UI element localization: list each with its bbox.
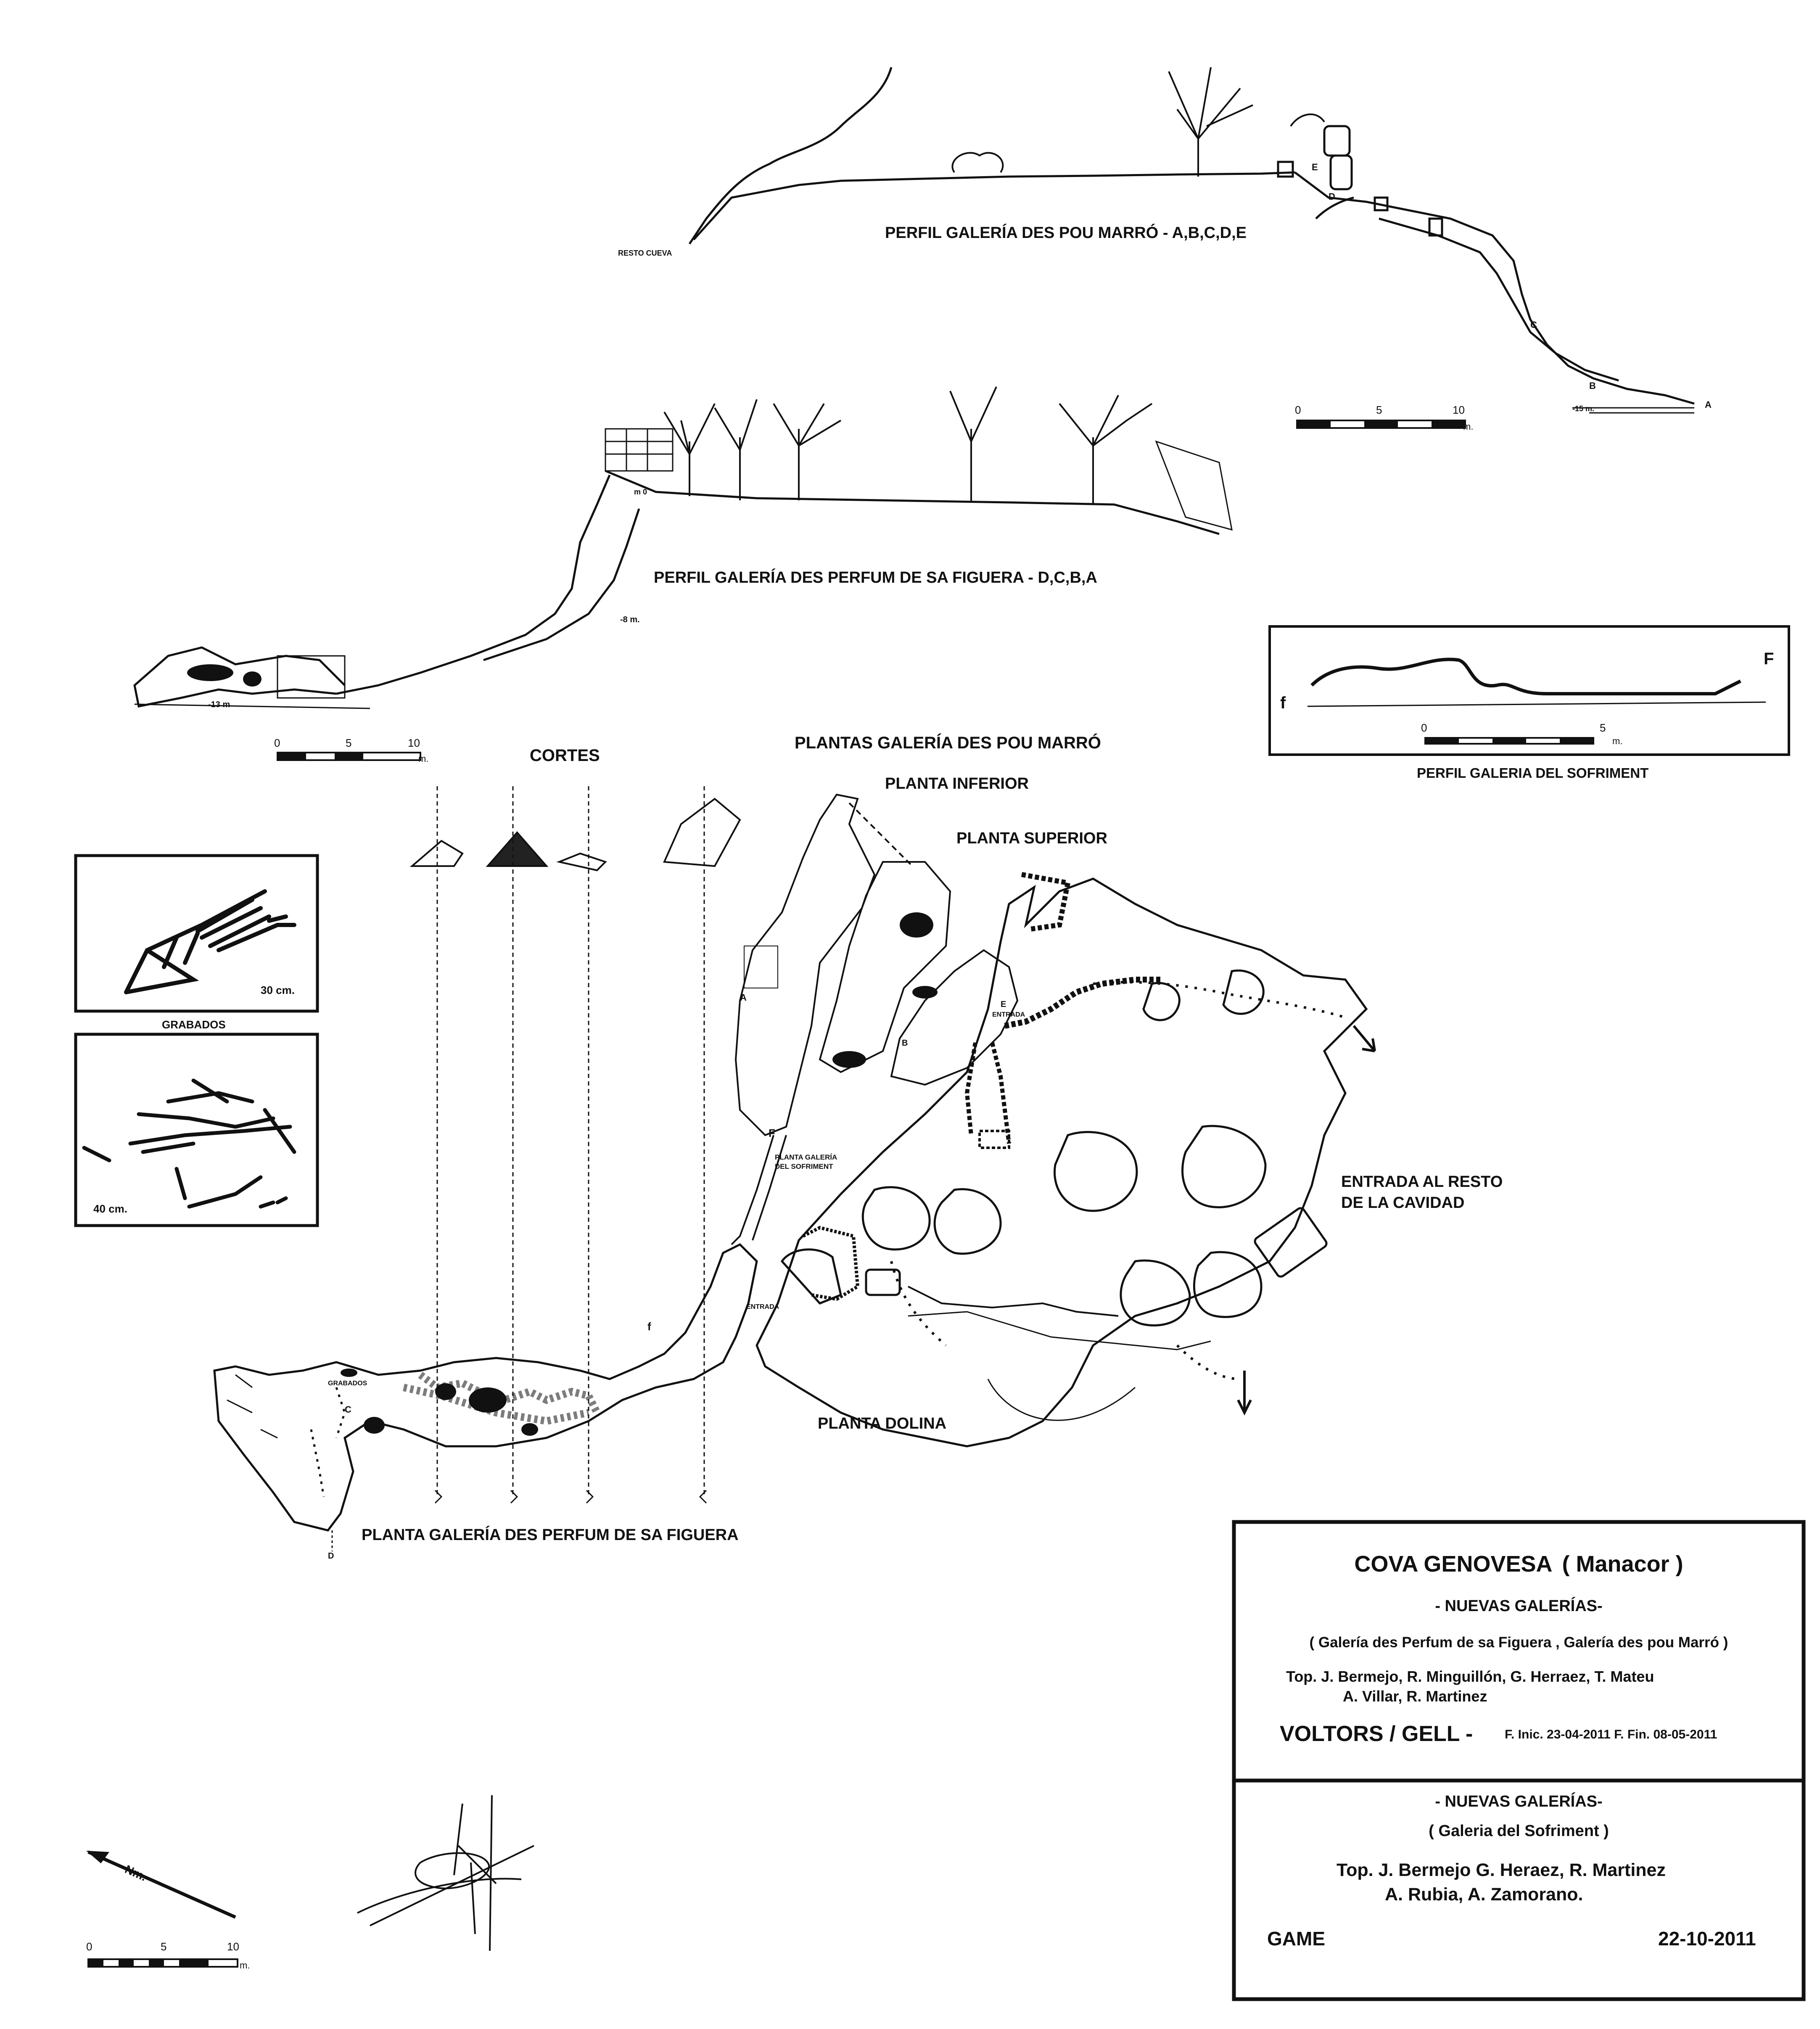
title-block-heading: COVA GENOVESA ( Manacor ) [1238, 1551, 1800, 1577]
grabados-small-label: GRABADOS [328, 1380, 367, 1387]
perfum-depth-13: -13 m [208, 700, 230, 709]
sofriment-point-F: F [1764, 650, 1774, 668]
plan-letter-a: A [740, 992, 747, 1003]
sofriment-scale-0: 0 [1421, 721, 1427, 734]
pou-point-c: C [1530, 320, 1537, 330]
perfum-scale-5: 5 [346, 737, 352, 749]
plan-letter-c: C [345, 1404, 351, 1415]
pou-point-e: E [1312, 162, 1318, 172]
planta-sofriment-line1: PLANTA GALERÍA [775, 1153, 837, 1161]
pou-depth-label: -15 m. [1572, 404, 1595, 413]
pou-point-a: A [1705, 399, 1712, 410]
plan-pou-marro [731, 793, 1019, 1245]
cave-name: COVA GENOVESA [1354, 1551, 1552, 1577]
plan-letter-b: B [902, 1038, 908, 1048]
cross-sections [409, 786, 741, 1504]
perfum-profile-title: PERFIL GALERÍA DES PERFUM DE SA FIGUERA … [654, 569, 1097, 587]
sofriment-profile-title: PERFIL GALERIA DEL SOFRIMENT [1417, 765, 1649, 781]
perfum-scale-0: 0 [274, 737, 280, 749]
pou-scale-unit: m. [1463, 421, 1474, 432]
sofriment-scale-5: 5 [1600, 721, 1606, 734]
main-scale-unit: m. [240, 1960, 250, 1971]
plan-letter-F: F [769, 1127, 775, 1139]
entrada-label-perfum: ENTRADA [746, 1303, 779, 1310]
pou-point-b: B [1589, 380, 1596, 391]
signature [357, 1795, 534, 1951]
plan-perfum-figuera [213, 1243, 758, 1551]
title-block-lower: - NUEVAS GALERÍAS- ( Galeria del Sofrime… [1238, 1784, 1800, 1995]
perfum-depth-0: m 0 [634, 488, 647, 496]
resto-cueva-label: RESTO CUEVA [618, 249, 672, 257]
perfum-scale-bar [277, 752, 421, 761]
planta-sofriment-line2: DEL SOFRIMENT [775, 1162, 833, 1170]
pou-scale-bar [1296, 420, 1466, 429]
clubs-label: VOLTORS / GELL - [1280, 1722, 1473, 1746]
plantas-pou-title: PLANTAS GALERÍA DES POU MARRÓ [795, 734, 1101, 752]
main-scale-5: 5 [161, 1940, 167, 1953]
entrada-label-pou: ENTRADA [992, 1011, 1025, 1018]
title-block-galleries: ( Galería des Perfum de sa Figuera , Gal… [1309, 1634, 1728, 1651]
main-scale-bar [87, 1958, 238, 1968]
engraving-size-30: 30 cm. [261, 984, 295, 996]
title-block-upper: COVA GENOVESA ( Manacor ) - NUEVAS GALER… [1238, 1526, 1800, 1778]
sofriment-profile-box [1268, 625, 1790, 756]
engraving-box-2 [74, 1033, 319, 1227]
club-2: GAME [1267, 1928, 1325, 1950]
engraving-size-40: 40 cm. [93, 1202, 127, 1215]
cave-place: ( Manacor ) [1562, 1551, 1683, 1577]
grabados-label: GRABADOS [162, 1018, 226, 1031]
pou-scale-5: 5 [1376, 404, 1382, 416]
plan-letter-f: f [647, 1320, 651, 1333]
entrada-resto-line2: DE LA CAVIDAD [1341, 1194, 1465, 1212]
title-block-subtitle-2: - NUEVAS GALERÍAS- [1435, 1793, 1603, 1810]
pou-scale-0: 0 [1295, 404, 1301, 416]
title-block-frame [1232, 1520, 1806, 2001]
survey-dates: F. Inic. 23-04-2011 F. Fin. 08-05-2011 [1505, 1728, 1717, 1741]
plan-dolina [755, 872, 1376, 1448]
main-scale-10: 10 [227, 1940, 239, 1953]
pou-profile-title: PERFIL GALERÍA DES POU MARRÓ - A,B,C,D,E [885, 224, 1247, 242]
planta-superior-label: PLANTA SUPERIOR [956, 830, 1107, 847]
planta-inferior-label: PLANTA INFERIOR [885, 775, 1029, 793]
plan-letter-d: D [328, 1551, 334, 1561]
title-block-gallery-2: ( Galeria del Sofriment ) [1429, 1822, 1609, 1840]
sofriment-scale-unit: m. [1612, 736, 1623, 746]
perfum-scale-10: 10 [408, 737, 420, 749]
profile-perfum-figuera [133, 386, 1233, 709]
plan-letter-e: E [1001, 1000, 1006, 1009]
profile-pou-marro [688, 67, 1695, 414]
north-arrow [86, 1850, 236, 1919]
engraving-box-1 [74, 854, 319, 1013]
cortes-label: CORTES [530, 746, 600, 765]
topographers-line3: Top. J. Bermejo G. Heraez, R. Martinez [1337, 1860, 1666, 1880]
perfum-depth-8: -8 m. [620, 615, 640, 624]
topographers-line4: A. Rubia, A. Zamorano. [1385, 1884, 1583, 1905]
pou-scale-10: 10 [1453, 404, 1465, 416]
planta-perfum-label: PLANTA GALERÍA DES PERFUM DE SA FIGUERA [362, 1526, 739, 1544]
topographers-line2: A. Villar, R. Martinez [1343, 1688, 1487, 1705]
perfum-scale-unit: m. [418, 753, 429, 764]
title-block-subtitle: - NUEVAS GALERÍAS- [1435, 1597, 1603, 1615]
entrada-resto-line1: ENTRADA AL RESTO [1341, 1173, 1503, 1191]
pou-point-d: D [1329, 191, 1335, 202]
planta-dolina-label: PLANTA DOLINA [818, 1415, 947, 1432]
date-2: 22-10-2011 [1658, 1928, 1756, 1950]
main-scale-0: 0 [86, 1940, 92, 1953]
topographers-line1: Top. J. Bermejo, R. Minguillón, G. Herra… [1286, 1668, 1654, 1685]
sofriment-point-f: f [1280, 694, 1286, 712]
